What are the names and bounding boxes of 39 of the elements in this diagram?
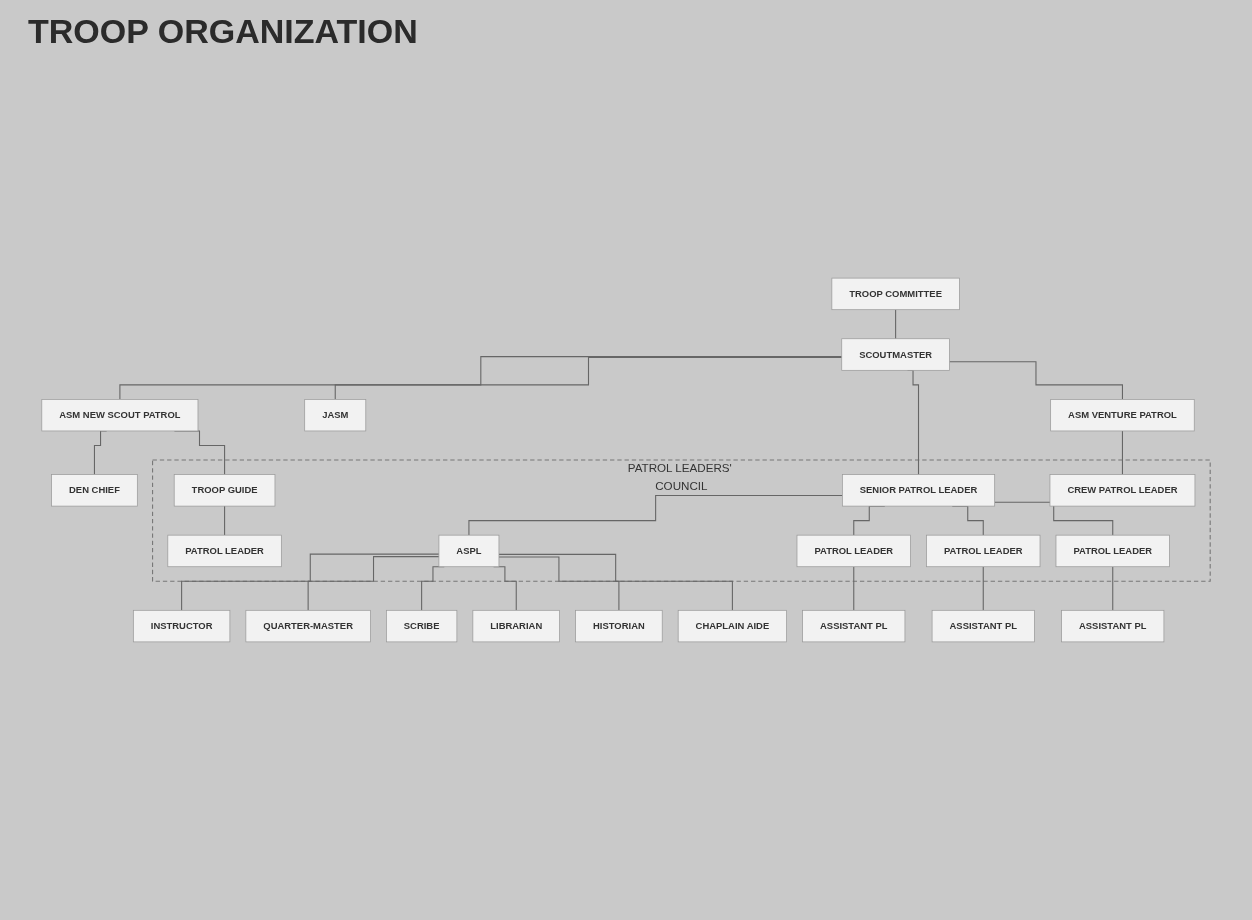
connector	[895, 309, 897, 340]
node-box: ASPL	[438, 534, 500, 568]
node-box: HISTORIAN	[575, 609, 663, 643]
node-box: CHAPLAIN AIDE	[677, 609, 787, 643]
node-box: TROOP COMMITTEE	[831, 277, 960, 311]
connector	[468, 494, 843, 536]
node-box: ASM VENTURE PATROL	[1050, 399, 1195, 432]
connector	[224, 505, 226, 536]
node-box: CREW PATROL LEADER	[1049, 474, 1196, 507]
node-box: ASM NEW SCOUT PATROL	[41, 399, 199, 432]
connector	[948, 361, 1123, 400]
node-box: TROOP GUIDE	[173, 474, 276, 507]
node-box: SCOUTMASTER	[841, 338, 950, 371]
connector	[307, 556, 440, 611]
connector	[994, 501, 1114, 536]
node-box: ASSISTANT PL	[802, 609, 906, 643]
connector	[498, 553, 733, 611]
connector	[982, 566, 984, 611]
connector	[119, 356, 843, 400]
node-box: DEN CHIEF	[51, 474, 138, 507]
connector	[1121, 430, 1123, 476]
node-box: PATROL LEADER	[796, 534, 911, 568]
connector	[181, 553, 440, 611]
node-box: INSTRUCTOR	[132, 609, 231, 643]
node-box: QUARTER-MASTER	[245, 609, 371, 643]
node-box: PATROL LEADER	[1055, 534, 1170, 568]
connector	[853, 566, 855, 611]
diagram-title: TROOP ORGANIZATION	[28, 14, 419, 50]
node-box: ASSISTANT PL	[1061, 609, 1165, 643]
node-box: ASSISTANT PL	[931, 609, 1035, 643]
node-box: PATROL LEADER	[926, 534, 1041, 568]
node-box: SENIOR PATROL LEADER	[841, 474, 996, 507]
node-box: LIBRARIAN	[472, 609, 560, 643]
connector	[1112, 566, 1114, 611]
connector	[334, 356, 843, 400]
node-box: SCRIBE	[386, 609, 458, 643]
node-box: JASM	[304, 399, 367, 432]
node-box: PATROL LEADER	[167, 534, 282, 568]
connector	[498, 556, 620, 611]
